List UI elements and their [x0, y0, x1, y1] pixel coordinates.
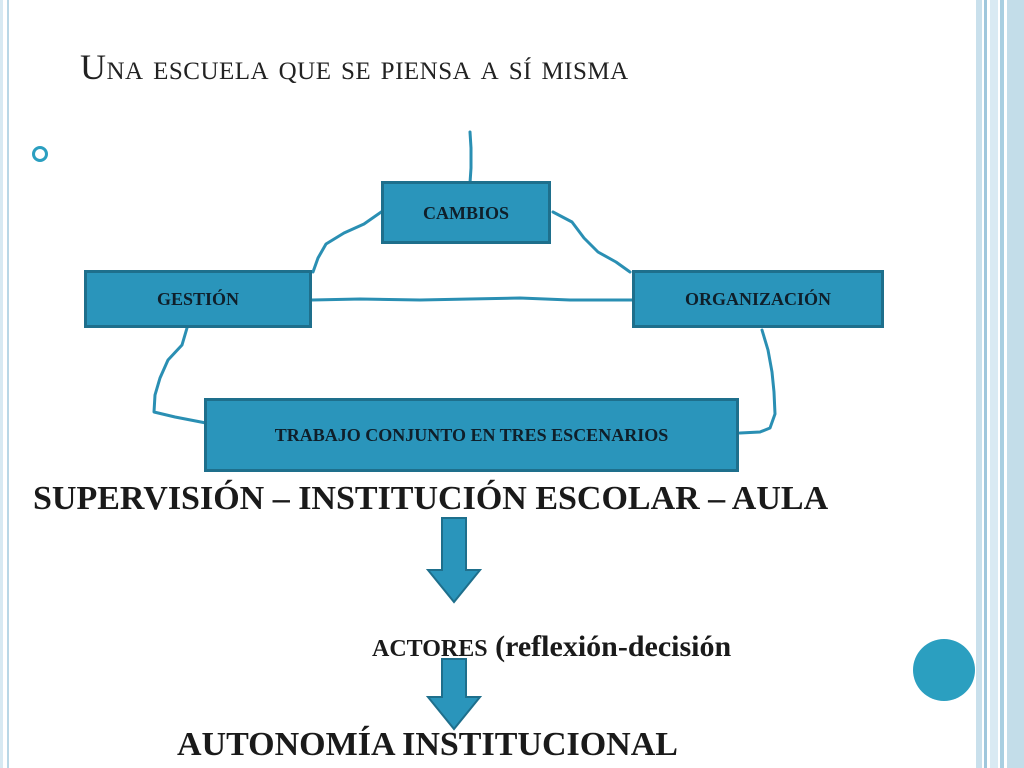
connector-cambios-organizacion: [551, 210, 632, 274]
connector-gestion-trabajo: [152, 326, 208, 425]
right-band-stripe: [1007, 0, 1024, 768]
node-trabajo-conjunto-label: TRABAJO CONJUNTO EN TRES ESCENARIOS: [274, 425, 669, 445]
node-cambios: CAMBIOS: [381, 181, 551, 244]
autonomy-text: AUTONOMÍA INSTITUCIONAL: [177, 726, 678, 763]
actors-detail: (reflexión-decisión: [495, 630, 732, 663]
right-band-stripe: [990, 0, 998, 768]
down-arrow-icon: [425, 517, 483, 604]
down-arrow-icon: [425, 658, 483, 731]
connector-gestion-organizacion: [310, 296, 635, 302]
node-cambios-label: CAMBIOS: [422, 202, 509, 223]
right-band-stripe: [976, 0, 982, 768]
connector-cambios-gestion: [311, 208, 386, 274]
bullet-ring-icon: [32, 146, 48, 162]
connector-top-stem: [468, 130, 473, 185]
decorative-circle: [913, 639, 975, 701]
actors-line: ACTORES (reflexión-decisión: [372, 630, 731, 664]
node-organizacion: ORGANIZACIÓN: [632, 270, 884, 328]
node-gestion-label: GESTIÓN: [156, 289, 240, 309]
node-trabajo-conjunto: TRABAJO CONJUNTO EN TRES ESCENARIOS: [204, 398, 739, 472]
scenarios-text: SUPERVISIÓN – INSTITUCIÓN ESCOLAR – AULA: [33, 480, 829, 517]
node-gestion: GESTIÓN: [84, 270, 312, 328]
left-border-stripe: [0, 0, 3, 768]
right-band-stripe: [984, 0, 987, 768]
slide-title: Una escuela que se piensa a sí misma: [80, 47, 629, 87]
node-organizacion-label: ORGANIZACIÓN: [684, 289, 831, 309]
actors-label: ACTORES: [372, 636, 488, 662]
connector-organizacion-trabajo: [738, 328, 777, 435]
right-band-stripe: [1000, 0, 1004, 768]
left-border-stripe: [7, 0, 9, 768]
